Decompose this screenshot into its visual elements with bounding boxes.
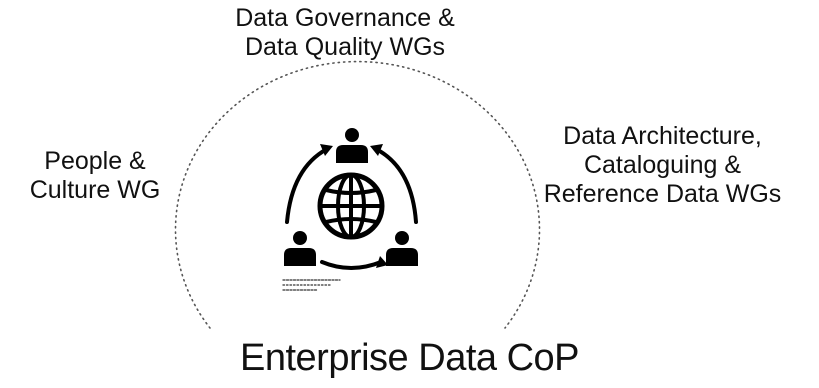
globe-icon [317,172,385,240]
arrow-heads [320,144,388,268]
diagram-title: Enterprise Data CoP [240,337,580,379]
person-right-icon [386,231,418,266]
node-label-data-governance: Data Governance & Data Quality WGs [190,4,500,62]
community-globe-icon [282,128,418,291]
node-label-line: Reference Data WGs [543,180,782,208]
node-label-line: Data Quality WGs [244,33,446,61]
person-left-icon [284,231,316,266]
node-label-line: Cataloguing & [583,151,742,179]
node-label-data-architecture: Data Architecture, Cataloguing & Referen… [510,122,815,209]
node-label-line: Data Governance & [235,4,455,32]
cycle-arrows-icon [285,147,418,270]
node-label-line: Culture WG [29,176,161,204]
node-label-line: Data Architecture, [563,122,762,150]
icon-attribution-mark [282,279,341,291]
person-top-icon [336,128,368,163]
node-label-line: People & [44,147,146,175]
node-label-people-culture: People & Culture WG [0,147,190,205]
